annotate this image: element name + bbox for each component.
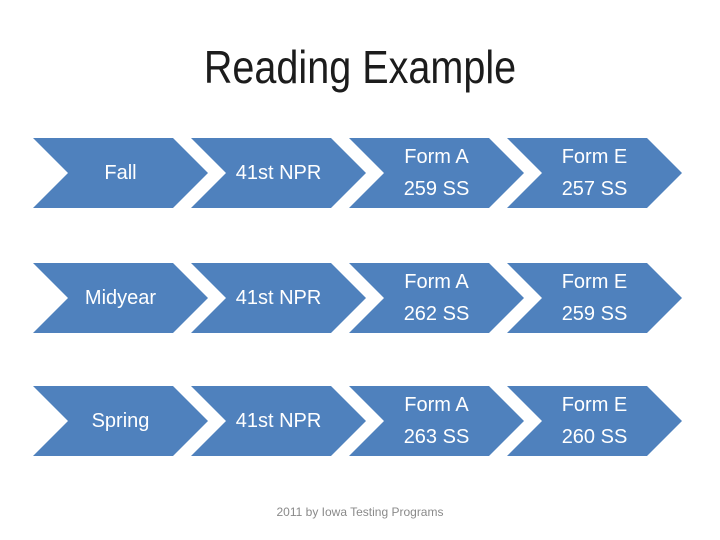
chevron-arrow-icon [507,263,682,333]
chevron-fall-form-a: Form A 259 SS [349,138,524,208]
form-label: Form A [404,270,469,293]
score-label: 259 SS [561,302,628,325]
chevron-arrow-icon [507,386,682,456]
chevron-midyear-npr: 41st NPR [191,263,366,333]
form-label: Form E [561,145,628,168]
chevron-spring-form-e: Form E 260 SS [507,386,682,456]
form-label: Form A [404,145,469,168]
chevron-arrow-icon [349,138,524,208]
chevron-fall-season: Fall [33,138,208,208]
score-label: 260 SS [561,425,628,448]
season-label: Midyear [84,286,157,309]
process-row-spring: Spring 41st NPR Form A 263 SS Form E 260… [0,386,720,456]
npr-label: 41st NPR [235,286,322,309]
chevron-fall-npr: 41st NPR [191,138,366,208]
chevron-arrow-icon [33,386,208,456]
chevron-midyear-season: Midyear [33,263,208,333]
npr-label: 41st NPR [235,409,322,432]
chevron-arrow-icon [191,386,366,456]
process-row-midyear: Midyear 41st NPR Form A 262 SS Form E 25… [0,263,720,333]
chevron-spring-form-a: Form A 263 SS [349,386,524,456]
score-label: 262 SS [403,302,470,325]
footer-credit: 2011 by Iowa Testing Programs [276,505,444,519]
form-label: Form E [561,393,628,416]
chevron-midyear-form-e: Form E 259 SS [507,263,682,333]
npr-label: 41st NPR [235,161,322,184]
score-label: 259 SS [403,177,470,200]
form-label: Form E [561,270,628,293]
chevron-fall-form-e: Form E 257 SS [507,138,682,208]
chevron-arrow-icon [191,138,366,208]
chevron-arrow-icon [191,263,366,333]
chevron-arrow-icon [349,386,524,456]
season-label: Fall [104,161,137,184]
chevron-spring-npr: 41st NPR [191,386,366,456]
score-label: 257 SS [561,177,628,200]
chevron-arrow-icon [507,138,682,208]
chevron-arrow-icon [33,263,208,333]
score-label: 263 SS [403,425,470,448]
form-label: Form A [404,393,469,416]
chevron-arrow-icon [349,263,524,333]
season-label: Spring [91,409,150,432]
slide-title: Reading Example [203,41,517,93]
chevron-spring-season: Spring [33,386,208,456]
chevron-midyear-form-a: Form A 262 SS [349,263,524,333]
chevron-arrow-icon [33,138,208,208]
process-row-fall: Fall 41st NPR Form A 259 SS Form E 257 S… [0,138,720,208]
